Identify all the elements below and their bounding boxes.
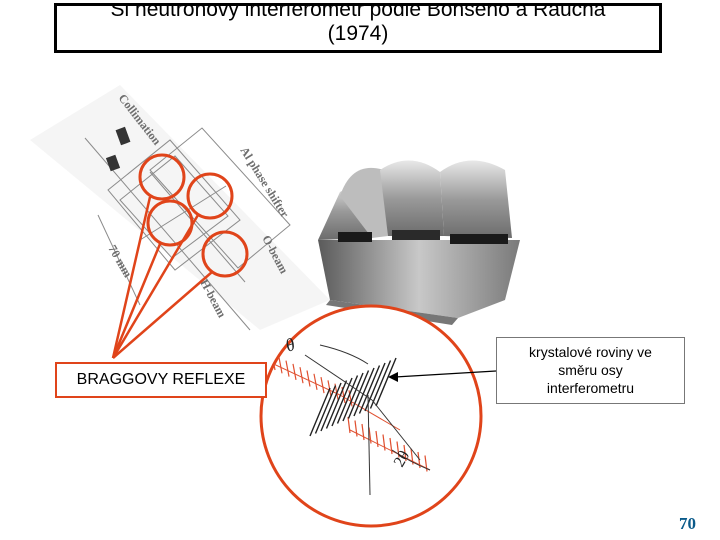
phase-shifter-label: Al phase shifter <box>237 144 292 220</box>
red-lattice-tick <box>292 363 297 381</box>
red-lattice-tick <box>361 423 365 441</box>
red-lattice-tick <box>285 360 290 377</box>
crystal-plane-line <box>369 360 392 409</box>
bragg-circle-4 <box>201 230 249 278</box>
bragg-pointer-lines <box>111 196 213 359</box>
crystal-plane-line <box>358 365 381 414</box>
crystal-plane-line <box>375 357 397 407</box>
crystal-planes-note: krystalové roviny ve směru osy interfero… <box>496 337 685 404</box>
red-lattice-tick <box>389 437 393 455</box>
interferometer-schematic: Collimation Al phase shifter O-beam H-be… <box>30 85 330 331</box>
note-arrow <box>388 370 497 382</box>
silicon-crystal-image <box>318 160 520 325</box>
crystal-plane-line <box>342 372 364 422</box>
crystal-plane-line <box>353 367 375 417</box>
red-lattice-tick <box>320 376 325 394</box>
note-line-3: interferometru <box>546 380 635 396</box>
crystal-plane-line <box>325 380 348 429</box>
red-lattice-tick <box>299 367 304 384</box>
crystal-plane-line <box>336 375 359 424</box>
red-lattice-tick <box>382 434 386 451</box>
bragg-circle-1 <box>138 153 186 201</box>
crystal-plane-line <box>320 382 342 432</box>
red-lattice-tick <box>354 420 358 437</box>
bragg-circle-2 <box>186 172 234 220</box>
red-lattice-lines <box>271 353 428 472</box>
title-line-2: (1974) <box>327 22 389 45</box>
slide-title: Si neutronový interferometr podle Bonseh… <box>54 3 662 53</box>
red-lattice-tick <box>368 427 372 444</box>
bragg-reflex-label: BRAGGOVY REFLEXE <box>55 362 267 398</box>
note-line-1: krystalové roviny ve <box>529 344 652 360</box>
crystal-plane-line <box>347 370 370 419</box>
red-lattice-tick <box>375 430 379 448</box>
page-number: 70 <box>679 514 696 533</box>
crystal-plane-line <box>314 385 337 434</box>
title-line-1: Si neutronový interferometr podle Bonseh… <box>110 3 606 21</box>
red-lattice-tick <box>278 357 283 374</box>
crystal-plane-line <box>331 377 353 427</box>
red-lattice-tick <box>313 373 318 390</box>
red-lattice-tick <box>306 370 311 387</box>
two-theta-label: 2θ <box>391 448 414 470</box>
crystal-plane-line <box>309 387 331 437</box>
distance-label: 70 mm <box>105 243 135 280</box>
note-line-2: směru osy <box>558 362 623 378</box>
lattice-detail: θ 2θ <box>259 304 483 528</box>
red-lattice-tick <box>347 416 351 434</box>
